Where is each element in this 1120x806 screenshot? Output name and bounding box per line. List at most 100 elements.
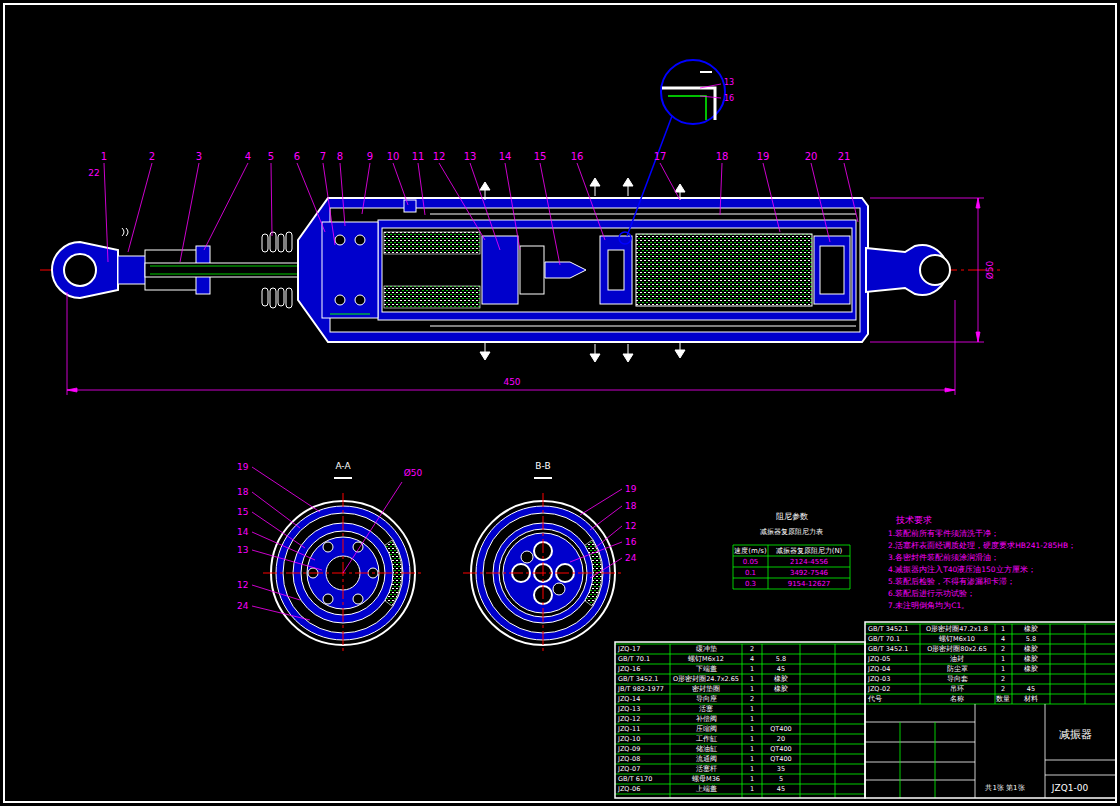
- table-grid: [865, 622, 1116, 798]
- body-text: 7.未注明倒角均为C1。: [888, 602, 969, 610]
- table-grid: [1045, 760, 1116, 761]
- table-cell: 橡胶: [1024, 656, 1038, 663]
- table-cell: 4: [750, 656, 754, 663]
- table-cell: QT400: [770, 726, 792, 733]
- table-grid: [865, 722, 975, 723]
- table-grid: [1012, 624, 1013, 704]
- table-grid: [762, 644, 763, 798]
- shock-absorber-section: [384, 232, 480, 254]
- table-grid: [733, 545, 734, 589]
- body-text: 0.1: [745, 569, 756, 576]
- table-grid: [733, 578, 850, 579]
- callout-number: 20: [805, 152, 818, 162]
- table-cell: 流通阀: [696, 756, 717, 763]
- table-grid: [615, 674, 865, 675]
- leader-lines: [720, 163, 722, 215]
- callout-number: 19: [237, 463, 248, 472]
- table-grid: [865, 742, 975, 743]
- dimension-text: Ø50: [404, 469, 423, 478]
- shock-absorber-section: [623, 344, 633, 362]
- section-view-a: [323, 542, 333, 552]
- table-cell: 导向套: [947, 676, 968, 683]
- body-text: 2.活塞杆表面经调质处理，硬度要求HB241-285HB；: [888, 542, 1076, 550]
- table-cell: 橡胶: [774, 676, 788, 683]
- body-text: 速度(m/s): [734, 547, 766, 554]
- table-grid: [615, 744, 865, 745]
- table-cell: 1: [1001, 656, 1005, 663]
- table-cell: GB/T 6170: [618, 776, 652, 783]
- shock-absorber-section: [482, 236, 518, 304]
- leader-lines: [595, 526, 622, 548]
- table-cell: 材料: [1024, 696, 1038, 703]
- section-view-b: [521, 551, 533, 563]
- table-cell: JZQ-09: [618, 746, 640, 753]
- body-text: 3.各密封件装配前须涂润滑油；: [888, 554, 999, 562]
- table-cell: 1: [750, 706, 754, 713]
- shock-absorber-section: [262, 234, 268, 252]
- title-block: 减振器JZQ1-00共1张 第1张: [865, 704, 1116, 798]
- shock-absorber-section: [298, 198, 868, 342]
- table-cell: 45: [777, 786, 785, 793]
- table-grid: [615, 545, 1116, 798]
- callout-number: 9: [367, 152, 373, 162]
- table-cell: JZQ-10: [618, 736, 640, 743]
- table-grid: [733, 556, 850, 557]
- leader-lines: [660, 163, 680, 200]
- leader-lines: [570, 542, 622, 562]
- body-text: 2124-4556: [790, 558, 828, 565]
- section-marker: A-A: [335, 462, 350, 471]
- table-cell: JZQ-03: [868, 676, 890, 683]
- dimension-lines: [976, 332, 980, 342]
- callout-number: 3: [196, 152, 202, 162]
- callout-number: 12: [433, 152, 446, 162]
- table-cell: 橡胶: [774, 686, 788, 693]
- table-cell: 压缩阀: [696, 726, 717, 733]
- shock-absorber-section: [675, 184, 685, 200]
- table-grid: [995, 624, 996, 704]
- table-grid: [615, 664, 865, 665]
- table-grid: [615, 794, 865, 795]
- table-grid: [865, 654, 1116, 655]
- detail-view: [700, 84, 721, 88]
- leader-lines: [252, 550, 322, 570]
- leader-lines: [505, 163, 520, 250]
- dimension-lines: [976, 198, 980, 208]
- table-cell: QT400: [770, 756, 792, 763]
- callout-number: 14: [499, 152, 512, 162]
- callout-number: 24: [237, 602, 248, 611]
- table-cell: 储油缸: [696, 746, 717, 753]
- table-grid: [975, 704, 976, 798]
- leader-lines: [252, 492, 300, 528]
- table-cell: O形密封圈80x2.65: [927, 646, 987, 653]
- callout-number: 15: [534, 152, 547, 162]
- table-cell: 5: [779, 776, 783, 783]
- table-grid: [835, 644, 836, 798]
- shock-absorber-section: [814, 236, 850, 304]
- table-cell: JZQ-02: [868, 686, 890, 693]
- leader-lines: [252, 585, 300, 600]
- callout-number: 7: [320, 152, 326, 162]
- section-view-a: [334, 477, 352, 479]
- table-grid: [850, 545, 851, 589]
- shock-absorber-section: [286, 232, 292, 252]
- parts-list-row: JZQ-10工作缸120: [615, 734, 865, 744]
- callout-number: 5: [268, 152, 274, 162]
- dimension-lines: [67, 198, 984, 395]
- leader-lines: [104, 163, 858, 265]
- table-cell: JZQ-08: [618, 756, 640, 763]
- table-cell: 2: [1001, 686, 1005, 693]
- body-text: 0.05: [743, 558, 759, 565]
- table-cell: 1: [750, 736, 754, 743]
- callout-number: 22: [88, 169, 99, 178]
- leader-lines: [811, 163, 830, 242]
- table-cell: 补偿阀: [696, 716, 717, 723]
- leader-lines: [590, 558, 622, 578]
- leader-lines: [439, 163, 485, 240]
- table-cell: 防尘罩: [947, 666, 968, 673]
- shock-absorber-section: [623, 178, 633, 196]
- table-cell: O形密封圈47.2x1.8: [926, 626, 988, 633]
- section-view-b: [553, 583, 565, 595]
- table-cell: JB/T 982-1977: [618, 686, 664, 693]
- leader-lines: [252, 512, 305, 548]
- callout-number: 13: [724, 79, 734, 87]
